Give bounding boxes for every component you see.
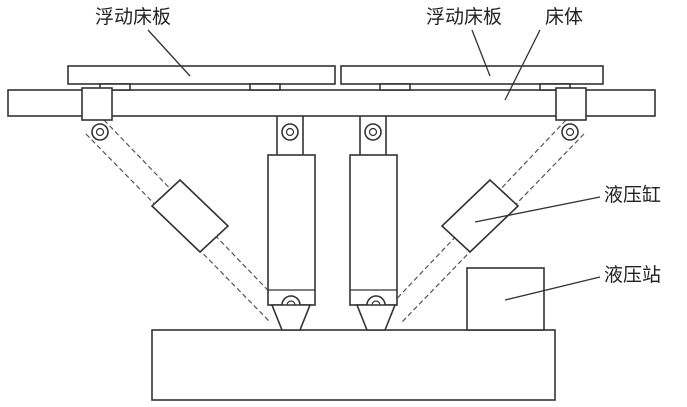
left-vertical-cylinder: [267, 91, 316, 306]
leader-lines: [147, 29, 601, 301]
label-bed-body: 床体: [545, 6, 584, 28]
right-diagonal-cylinder: [387, 119, 585, 323]
right-lower-mount: [355, 304, 397, 331]
bed-body-frame: [7, 89, 656, 117]
left-lower-mount: [270, 304, 312, 331]
label-floating-plate-right: 浮动床板: [426, 6, 503, 28]
hydraulic-station-box: [466, 267, 545, 331]
label-hydraulic-station: 液压站: [604, 264, 662, 286]
left-diagonal-cylinder: [85, 119, 286, 323]
label-floating-plate-left: 浮动床板: [95, 6, 172, 28]
left-upper-bracket: [81, 87, 113, 121]
base-block: [151, 329, 556, 401]
right-upper-bracket: [555, 87, 587, 121]
floating-plate-right: [340, 65, 604, 85]
label-hydraulic-cylinder: 液压缸: [604, 184, 662, 206]
floating-plate-left: [67, 65, 336, 85]
